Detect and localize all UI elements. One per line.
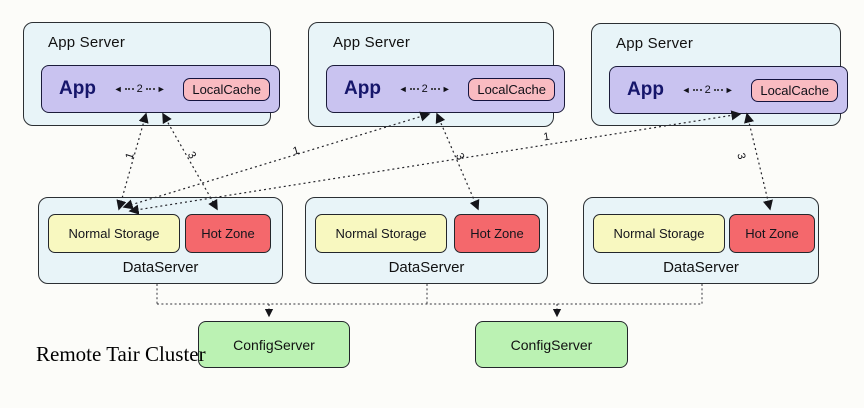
edge-app1-normal-storage xyxy=(116,112,149,211)
app-label: App xyxy=(344,78,381,99)
local-cache-box: LocalCache xyxy=(751,78,838,102)
data-server-title: DataServer xyxy=(122,259,199,276)
edge-label-3: 3 xyxy=(453,151,466,162)
edge-label-2: 2 xyxy=(704,84,711,96)
hot-zone-box: Hot Zone xyxy=(454,214,540,253)
edge-label-2: 2 xyxy=(136,83,143,95)
app-server-box-2: App Server App ◄ 2 ► LocalCache xyxy=(308,22,565,127)
arrow-right-icon: ► xyxy=(724,84,734,95)
dotted-line xyxy=(430,88,440,90)
hot-zone-box: Hot Zone xyxy=(729,214,815,253)
edge-label-1: 1 xyxy=(543,131,551,144)
normal-storage-box: Normal Storage xyxy=(315,214,447,253)
data-server-box-1: Normal Storage Hot Zone DataServer xyxy=(38,197,283,284)
edge-label-3: 3 xyxy=(185,150,198,162)
app-inner-box: App ◄ 2 ► LocalCache xyxy=(609,66,848,114)
dotted-line xyxy=(409,88,419,90)
app-inner-box: App ◄ 2 ► LocalCache xyxy=(41,65,280,113)
dotted-line xyxy=(124,88,134,90)
app-server-box-1: App Server App ◄ 2 ► LocalCache xyxy=(23,22,280,126)
app-cache-link: ◄ 2 ► xyxy=(682,84,734,96)
app-server-title: App Server xyxy=(616,35,694,52)
app-server-title: App Server xyxy=(48,34,126,51)
edge-label-2: 2 xyxy=(421,83,428,95)
edge-app1-hot-zone xyxy=(162,112,218,211)
app-label: App xyxy=(59,78,96,99)
arrow-left-icon: ◄ xyxy=(113,83,123,94)
edge-label-3: 3 xyxy=(734,152,747,161)
hot-zone-box: Hot Zone xyxy=(185,214,271,253)
config-server-box-2: ConfigServer xyxy=(475,321,628,368)
data-server-box-2: Normal Storage Hot Zone DataServer xyxy=(305,197,548,284)
data-server-box-3: Normal Storage Hot Zone DataServer xyxy=(583,197,819,284)
dotted-line xyxy=(692,89,702,91)
app-label: App xyxy=(627,79,664,100)
edge-app2-normal-storage xyxy=(122,111,431,210)
app-inner-box: App ◄ 2 ► LocalCache xyxy=(326,65,565,113)
app-server-title: App Server xyxy=(333,34,411,51)
remote-tair-cluster-label: Remote Tair Cluster xyxy=(36,342,206,366)
local-cache-box: LocalCache xyxy=(183,77,270,101)
dotted-line xyxy=(713,89,723,91)
data-server-title: DataServer xyxy=(663,259,739,276)
edge-app2-hot-zone xyxy=(435,112,480,211)
arrow-left-icon: ◄ xyxy=(398,83,408,94)
app-cache-link: ◄ 2 ► xyxy=(399,83,451,95)
arrow-right-icon: ► xyxy=(441,83,451,94)
local-cache-box: LocalCache xyxy=(468,77,555,101)
dotted-line xyxy=(145,88,155,90)
edge-label-1: 1 xyxy=(292,145,301,158)
normal-storage-box: Normal Storage xyxy=(48,214,180,253)
app-server-box-3: App Server App ◄ 2 ► LocalCache xyxy=(591,23,848,126)
edge-label-1: 1 xyxy=(123,151,136,161)
app-cache-link: ◄ 2 ► xyxy=(114,83,166,95)
edge-app3-hot-zone xyxy=(744,112,773,211)
config-server-box-1: ConfigServer xyxy=(198,321,350,368)
data-server-title: DataServer xyxy=(388,259,465,276)
arrow-right-icon: ► xyxy=(156,83,166,94)
normal-storage-box: Normal Storage xyxy=(593,214,725,253)
arrow-left-icon: ◄ xyxy=(681,84,691,95)
